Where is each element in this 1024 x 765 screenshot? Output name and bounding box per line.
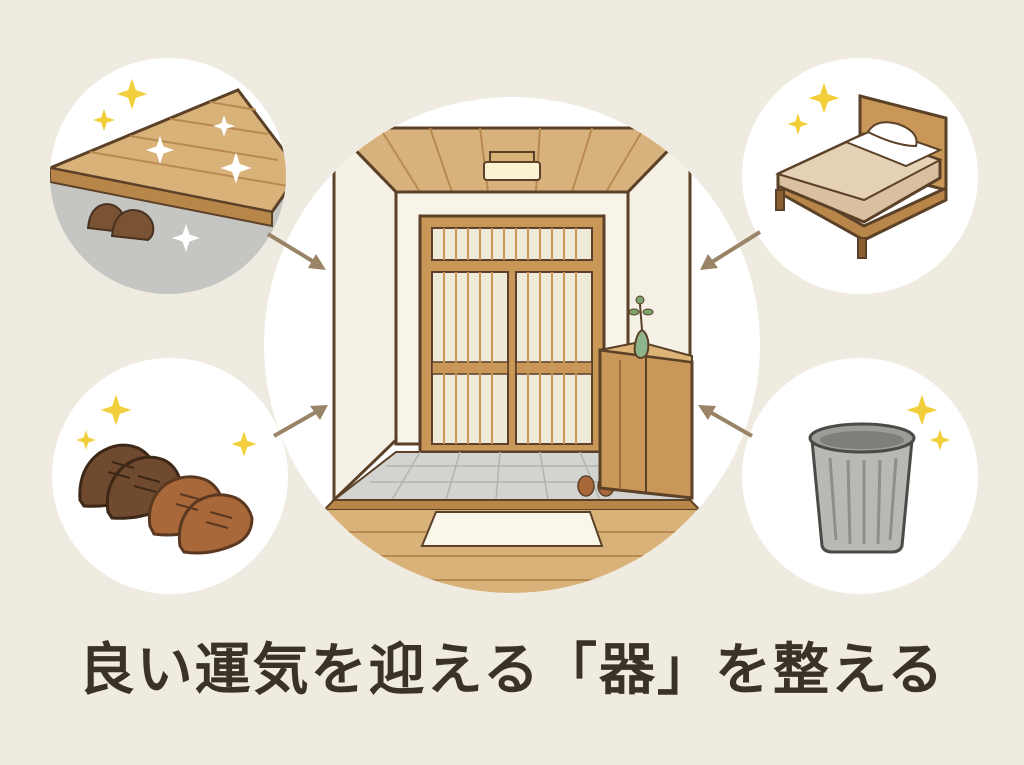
bed-icon bbox=[775, 94, 948, 259]
trash-can-icon bbox=[808, 422, 916, 554]
ceiling-light-icon bbox=[483, 151, 541, 181]
vase-icon bbox=[628, 295, 654, 360]
made-bed-panel bbox=[742, 58, 978, 294]
shoe-cabinet-icon bbox=[598, 340, 694, 500]
shoes-icon bbox=[78, 443, 254, 555]
shoes-icon bbox=[86, 202, 155, 242]
arrow-icon bbox=[266, 230, 762, 438]
entrance-scene bbox=[264, 97, 760, 593]
clean-floor-panel bbox=[50, 58, 286, 294]
caption-text: 良い運気を迎える「器」を整える bbox=[78, 638, 946, 703]
tidy-shoes-panel bbox=[52, 358, 288, 594]
entrance-door-icon bbox=[418, 214, 606, 454]
clean-trash-panel bbox=[742, 358, 978, 594]
floor-mat bbox=[420, 511, 604, 547]
